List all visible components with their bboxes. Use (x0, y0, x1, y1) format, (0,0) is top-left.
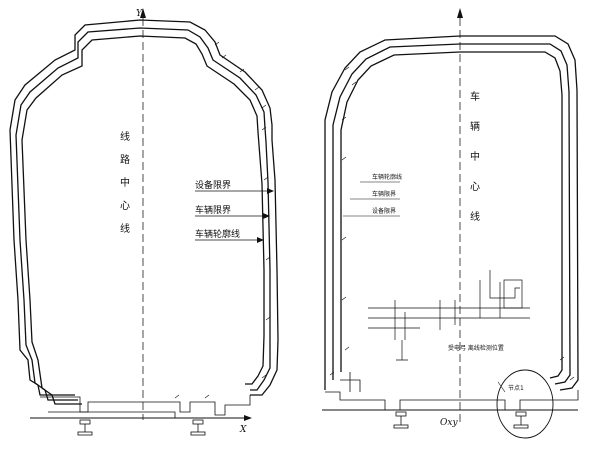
right-equipment-limit-outline (324, 35, 579, 391)
right-leader-3: 设备限界 (343, 207, 400, 217)
left-x-arrow (244, 415, 252, 421)
left-rail-bottom (48, 411, 240, 419)
right-center-char-2: 辆 (470, 120, 480, 133)
right-rail-left (393, 411, 409, 429)
left-rail-left (77, 419, 93, 436)
right-diagram: Oxy 车 辆 中 心 线 车辆轮廓线 车辆限界 设备限界 (322, 8, 579, 439)
right-y-arrow (457, 8, 463, 18)
right-platform-step (340, 372, 361, 392)
left-equipment-limit-outline (9, 19, 279, 396)
left-rail-right (190, 419, 206, 436)
right-track-bed (325, 390, 579, 411)
right-center-char-4: 心 (470, 181, 480, 193)
right-leader-1: 车辆轮廓线 (360, 173, 402, 183)
right-center-char-3: 中 (470, 150, 480, 163)
right-leader-2-label: 车辆限界 (372, 190, 396, 198)
right-leader-3-label: 设备限界 (372, 207, 396, 215)
left-center-char-2: 路 (120, 153, 130, 166)
left-leader-3-label: 车辆轮廓线 (195, 228, 240, 240)
left-axis-y-label: Y (136, 9, 143, 19)
left-center-line-label: 线 路 中 心 线 (120, 130, 130, 235)
left-y-arrow (140, 8, 146, 18)
left-point-markers (174, 41, 271, 399)
left-center-char-4: 心 (120, 200, 130, 212)
right-center-char-5: 线 (470, 210, 480, 223)
right-detail-block (368, 270, 530, 361)
right-vehicle-limit-outline (332, 43, 571, 385)
right-vehicle-profile-outline (340, 51, 563, 379)
right-point-markers (329, 66, 575, 381)
right-leader-1-label: 车辆轮廓线 (372, 173, 402, 181)
right-callout: 节点1 (496, 369, 554, 439)
right-leader-2: 车辆限界 (350, 190, 400, 200)
left-center-char-3: 中 (120, 176, 130, 189)
left-diagram: Y X 线 路 中 心 线 (9, 8, 279, 436)
left-leader-2-label: 车辆限界 (195, 204, 231, 216)
left-vehicle-limit-outline (15, 27, 271, 401)
left-leader-2: 车辆限界 (195, 204, 270, 219)
left-center-char-1: 线 (120, 130, 130, 143)
left-leader-3: 车辆轮廓线 (195, 228, 264, 243)
left-leader-1: 设备限界 (195, 179, 274, 194)
right-detail-caption: 受电弓 离线检测位置 (448, 344, 504, 352)
left-axis-x-label: X (239, 425, 247, 435)
left-vehicle-profile-outline (21, 35, 265, 405)
right-center-line-label: 车 辆 中 心 线 (470, 90, 480, 223)
right-axis-x-label: Oxy (440, 418, 458, 428)
right-callout-label: 节点1 (508, 384, 524, 392)
left-center-char-5: 线 (120, 222, 130, 235)
right-rail-right (513, 411, 529, 429)
right-center-char-1: 车 (470, 90, 480, 103)
left-leader-1-label: 设备限界 (195, 179, 231, 191)
